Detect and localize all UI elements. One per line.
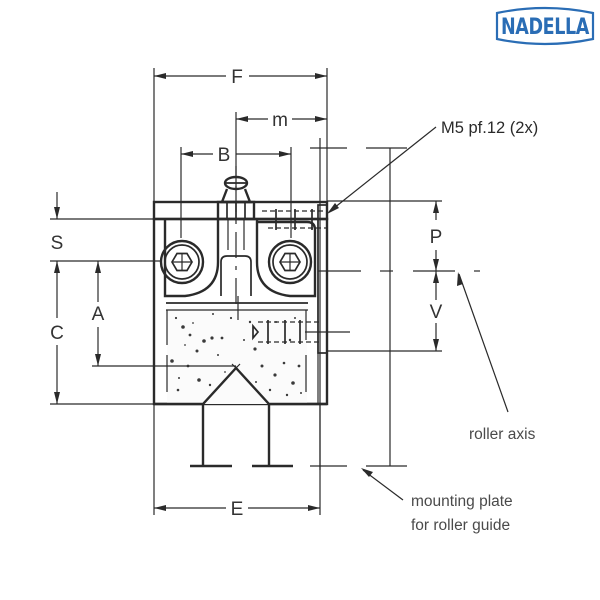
logo-text: NADELLA — [501, 15, 589, 40]
dim-label-P: P — [430, 227, 443, 248]
dimension-V: V — [327, 271, 443, 352]
dim-label-B: B — [218, 145, 231, 166]
dimension-m: m — [235, 110, 327, 190]
nadella-logo: NADELLA — [495, 6, 595, 46]
dim-label-C: C — [50, 323, 64, 344]
mounting-plate-text-line2: for roller guide — [411, 517, 510, 534]
dim-label-m: m — [272, 110, 288, 131]
thread-callout-text: M5 pf.12 (2x) — [441, 119, 538, 137]
dim-label-A: A — [92, 304, 105, 325]
mounting-plate-text-line1: mounting plate — [411, 493, 513, 510]
dim-label-S: S — [51, 233, 64, 254]
dimension-A: A — [92, 261, 236, 367]
dim-label-V: V — [430, 302, 443, 323]
threaded-hole-lower — [252, 320, 350, 344]
dim-label-F: F — [231, 67, 243, 88]
dimension-C: C — [50, 260, 160, 405]
grease-nipple — [216, 166, 256, 221]
callout-thread: M5 pf.12 (2x) — [327, 119, 538, 214]
dimension-S: S — [50, 192, 154, 254]
roller-axis-text: roller axis — [469, 426, 536, 443]
dimension-F: F — [153, 67, 328, 202]
callout-roller-axis: roller axis — [457, 272, 536, 443]
dimension-E: E — [153, 404, 321, 520]
callout-mounting-plate: mounting plate for roller guide — [361, 468, 513, 534]
bolt-right — [267, 239, 313, 285]
dimension-P: P — [327, 200, 443, 271]
slider-body — [152, 200, 350, 468]
bolt-left — [159, 239, 205, 285]
dim-label-E: E — [231, 499, 244, 520]
threaded-hole-upper — [262, 209, 326, 230]
